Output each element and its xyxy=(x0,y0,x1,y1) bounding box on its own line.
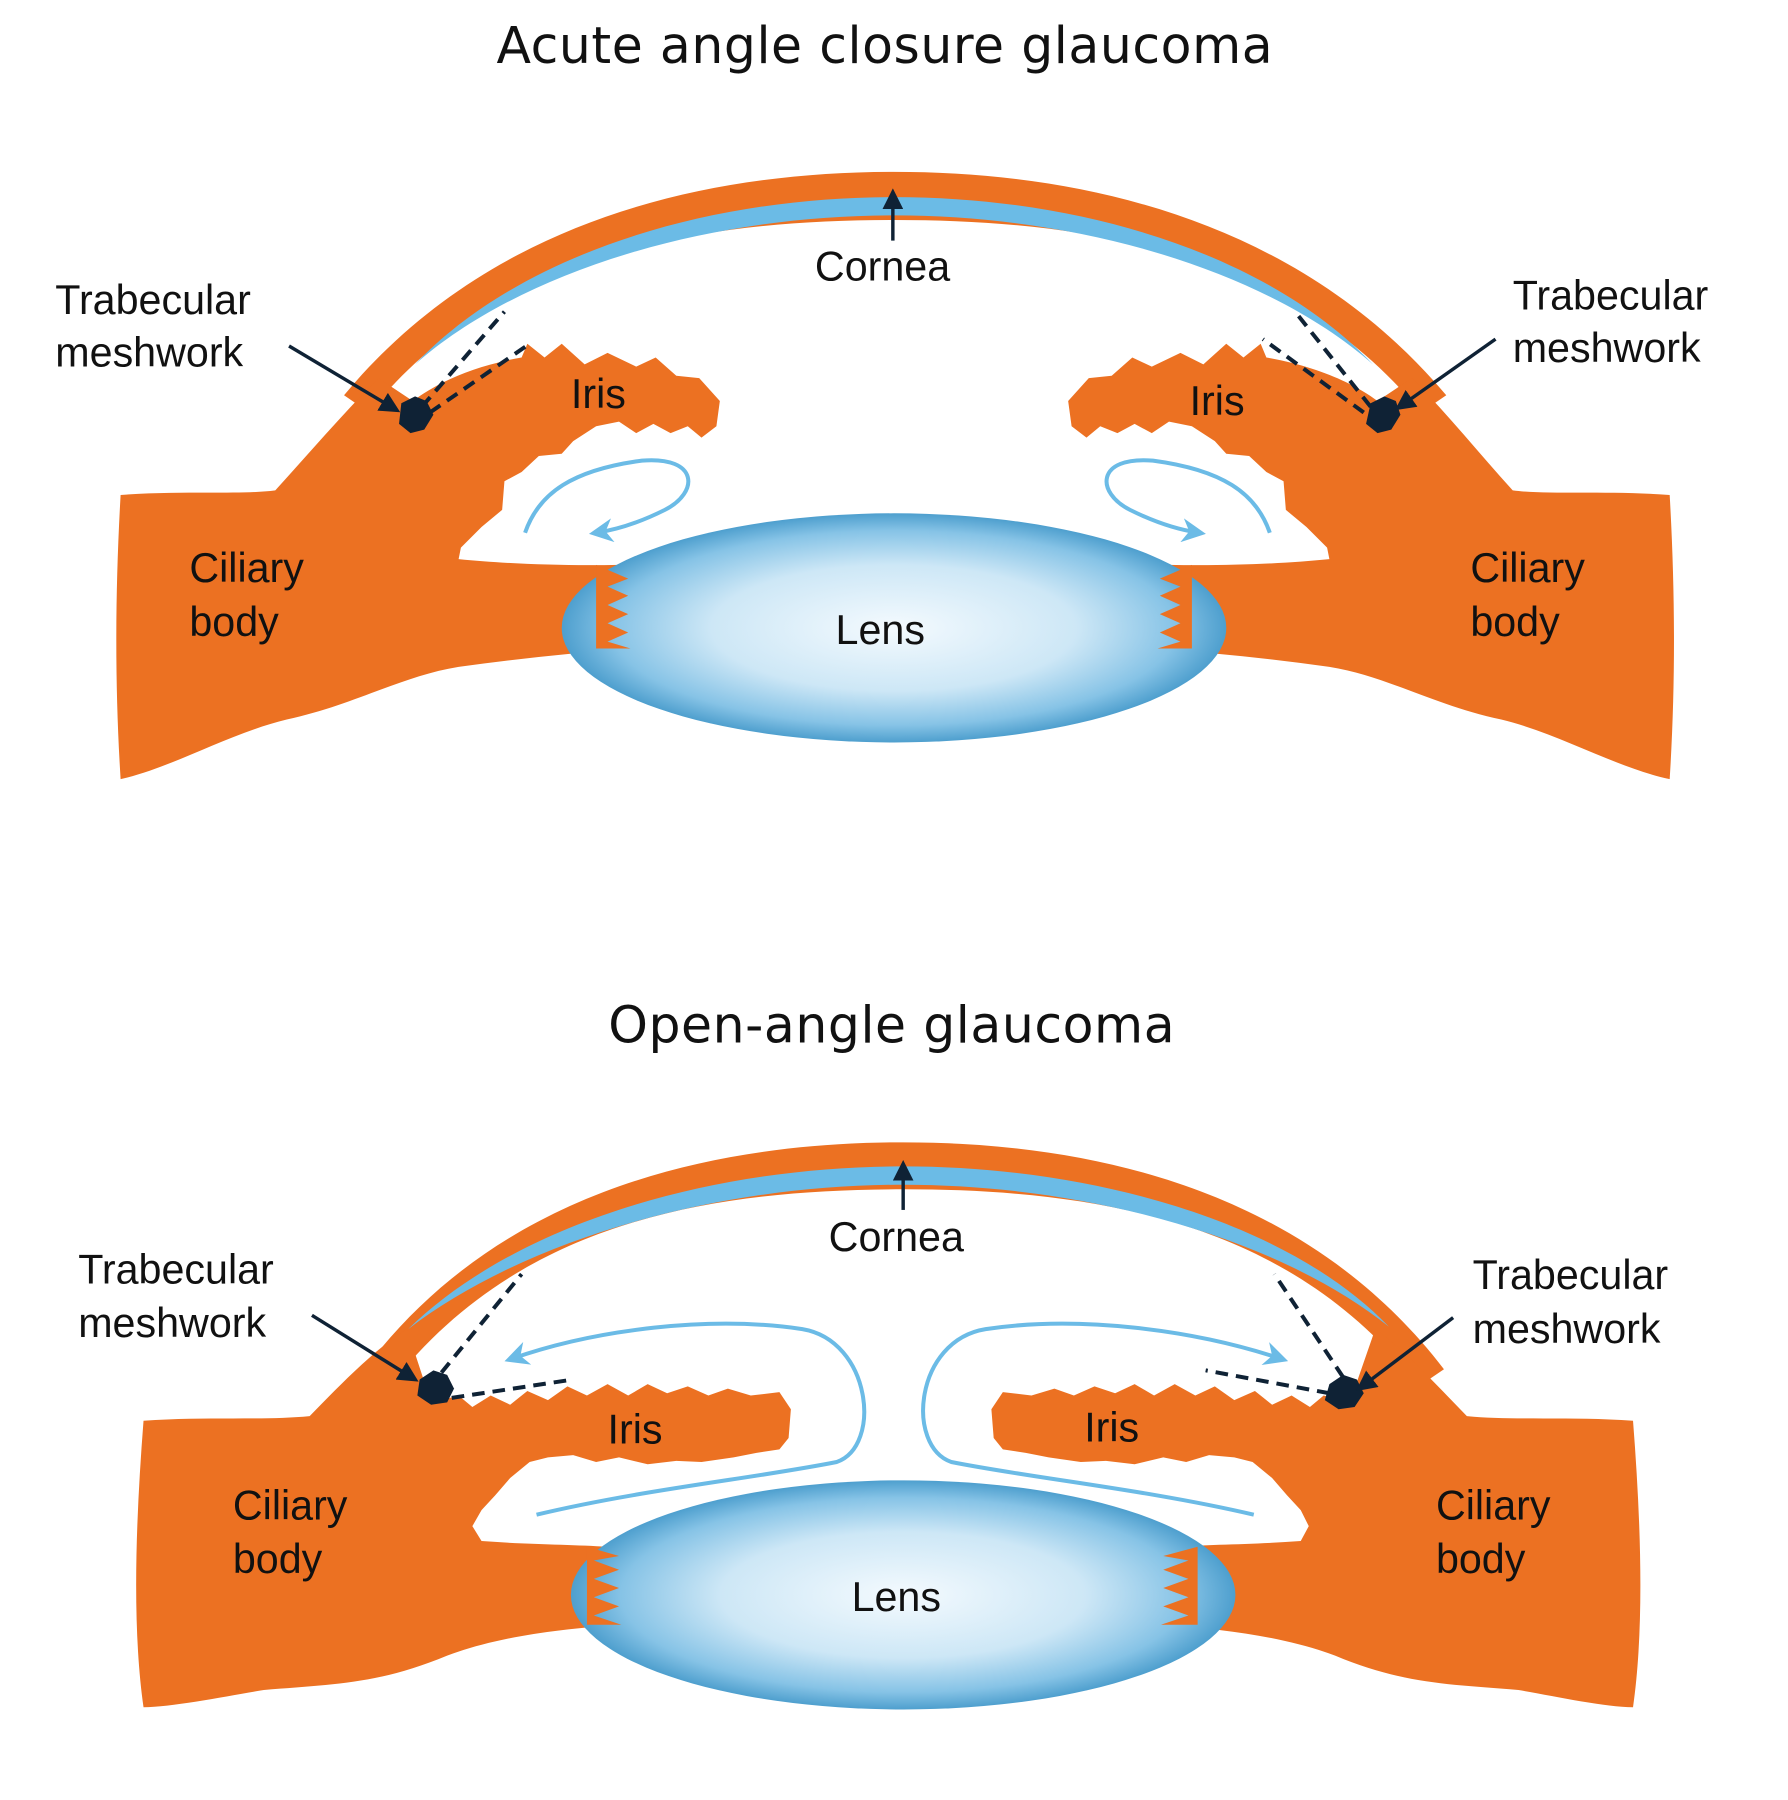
label-iris-right: Iris xyxy=(1084,1404,1139,1450)
trabecular-meshwork-left xyxy=(417,1370,455,1405)
ciliary-body-right xyxy=(1068,343,1674,780)
zonules-right xyxy=(1160,1546,1198,1625)
label-ciliary-left-line1: Ciliary xyxy=(189,545,304,591)
label-iris-left: Iris xyxy=(571,371,626,417)
label-ciliary-right-line1: Ciliary xyxy=(1470,545,1585,591)
label-trabecular-right-line2: meshwork xyxy=(1513,325,1701,371)
ciliary-body-left xyxy=(116,343,720,780)
panel-title: Open-angle glaucoma xyxy=(608,996,1175,1055)
angle-line-right-lower xyxy=(1261,337,1365,415)
label-ciliary-left-line2: body xyxy=(233,1536,323,1582)
label-ciliary-right-line1: Ciliary xyxy=(1436,1482,1551,1528)
aqueous-flow-arrow-right xyxy=(1104,458,1272,543)
label-trabecular-left-line2: meshwork xyxy=(78,1300,266,1346)
aqueous-flow-arrow-left xyxy=(523,458,691,543)
cornea-outer-layer xyxy=(344,171,1447,413)
zonules-left xyxy=(596,564,631,649)
trabecular-meshwork-right xyxy=(1366,396,1401,434)
panel-title: Acute angle closure glaucoma xyxy=(496,16,1273,75)
aqueous-flow-arrow-left xyxy=(504,1321,867,1517)
cornea-stroma xyxy=(415,197,1373,365)
angle-line-left-upper xyxy=(420,310,506,409)
label-ciliary-right-line2: body xyxy=(1470,599,1560,645)
cornea-outer-layer xyxy=(364,1142,1444,1387)
ciliary-body-right xyxy=(991,1329,1641,1708)
angle-line-right-upper xyxy=(1272,1272,1345,1379)
lens xyxy=(561,513,1227,743)
label-trabecular-left-line1: Trabecular xyxy=(55,277,251,323)
pointer-trabecular-right xyxy=(1355,1316,1455,1392)
label-trabecular-right-line1: Trabecular xyxy=(1473,1252,1669,1298)
label-iris-right: Iris xyxy=(1190,378,1245,424)
panel-acute-angle-closure: Acute angle closure glaucoma Cornea Tr xyxy=(55,16,1709,780)
label-cornea: Cornea xyxy=(829,1214,964,1260)
label-cornea: Cornea xyxy=(815,244,950,290)
angle-line-left-upper xyxy=(439,1272,524,1374)
trabecular-meshwork-right xyxy=(1324,1374,1364,1410)
cornea-stroma xyxy=(408,1166,1389,1330)
zonules-left xyxy=(586,1546,622,1625)
aqueous-flow-arrow-right xyxy=(921,1321,1289,1517)
pointer-trabecular-left xyxy=(288,344,401,413)
label-trabecular-left-line1: Trabecular xyxy=(78,1246,274,1292)
label-trabecular-left-line2: meshwork xyxy=(55,330,243,376)
label-trabecular-right-line1: Trabecular xyxy=(1513,272,1709,318)
lens xyxy=(570,1480,1236,1710)
label-lens: Lens xyxy=(852,1574,941,1620)
angle-line-left-lower xyxy=(451,1377,574,1400)
angle-line-right-lower xyxy=(1205,1368,1330,1396)
zonules-right xyxy=(1157,564,1192,649)
label-ciliary-left-line1: Ciliary xyxy=(233,1482,348,1528)
label-lens: Lens xyxy=(836,607,925,653)
label-trabecular-right-line2: meshwork xyxy=(1473,1306,1661,1352)
label-iris-left: Iris xyxy=(608,1407,663,1453)
label-ciliary-right-line2: body xyxy=(1436,1536,1526,1582)
panel-open-angle: Open-angle glaucoma Cornea Trabecular me… xyxy=(78,996,1668,1710)
label-ciliary-left-line2: body xyxy=(189,599,279,645)
pointer-trabecular-left xyxy=(311,1313,419,1382)
ciliary-body-left xyxy=(136,1329,791,1708)
pointer-trabecular-right xyxy=(1394,337,1497,411)
